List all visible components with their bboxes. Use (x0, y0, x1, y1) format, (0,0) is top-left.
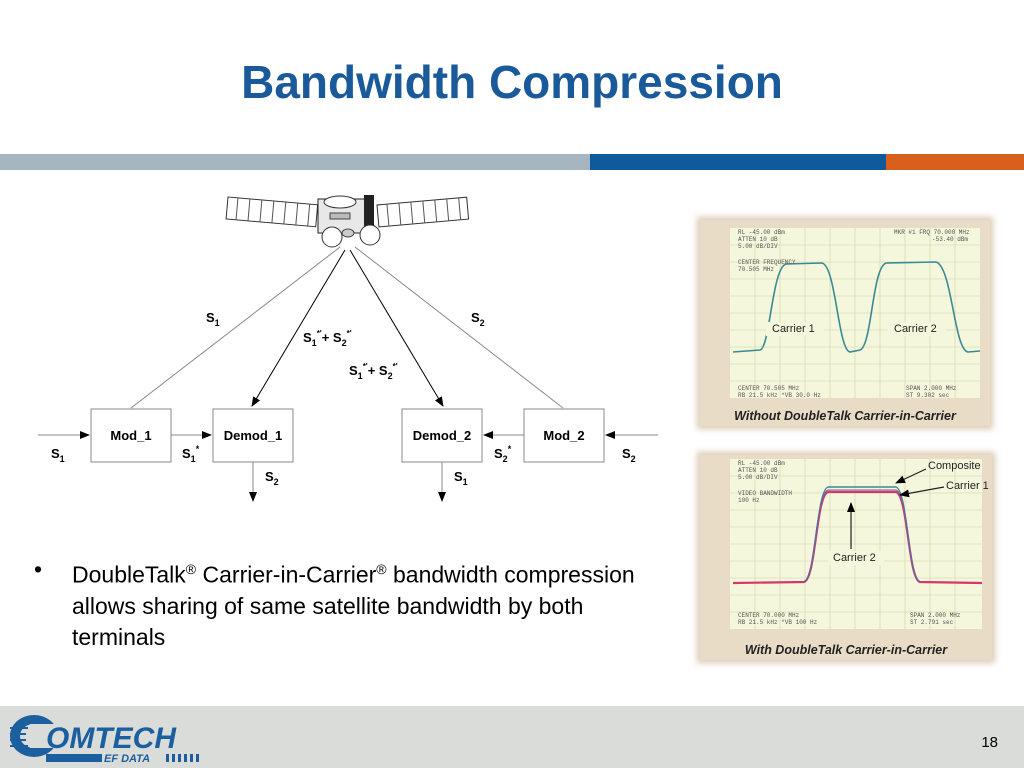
satellite-icon (225, 195, 470, 248)
uplink-line-1 (130, 246, 341, 409)
downlink-arrow-2 (349, 249, 444, 407)
svg-text:Mod_1: Mod_1 (110, 428, 151, 443)
composite-label: Composite (928, 460, 981, 472)
footer-band (0, 706, 1024, 768)
uplink-line-2 (354, 246, 564, 409)
divider-bar-gray (0, 154, 590, 170)
label-s1-uplink: S1 (206, 310, 220, 328)
carrier2-label-top: Carrier 2 (894, 323, 937, 335)
mod1-box: Mod_1 (90, 408, 172, 463)
svg-text:EF DATA: EF DATA (104, 753, 150, 765)
slide-title: Bandwidth Compression (241, 56, 783, 108)
svg-text:Mod_2: Mod_2 (543, 428, 584, 443)
caption-with-cic: With DoubleTalk Carrier-in-Carrier (744, 643, 948, 657)
divider-bar-orange (886, 154, 1024, 170)
page-number: 18 (981, 734, 998, 751)
carrier2-label-bottom: Carrier 2 (833, 552, 876, 564)
label-s1-input: S1 (51, 446, 65, 464)
demod1-box: Demod_1 (212, 408, 294, 463)
label-downlink-sum-2: S1*'+ S2*' (349, 362, 398, 381)
spectrum-trace-carrier1 (803, 489, 921, 583)
bullet-marker: • (34, 556, 43, 582)
carrier1-label-top: Carrier 1 (772, 323, 815, 335)
label-s2-star: S2* (494, 444, 512, 464)
label-s1-star: S1* (182, 444, 200, 464)
svg-text:MKR #1 FRQ 70.000 MHz-53.40 dB: MKR #1 FRQ 70.000 MHz-53.40 dBm (894, 229, 970, 243)
caption-without-cic: Without DoubleTalk Carrier-in-Carrier (734, 409, 956, 423)
demod2-box: Demod_2 (401, 408, 483, 463)
svg-text:Demod_1: Demod_1 (224, 428, 283, 443)
label-s2-input: S2 (622, 446, 636, 464)
bullet-text: DoubleTalk® Carrier-in-Carrier® bandwidt… (72, 561, 635, 650)
label-s1-output: S1 (454, 469, 468, 487)
label-downlink-sum-1: S1*'+ S2*' (303, 329, 352, 348)
svg-text:OMTECH: OMTECH (46, 722, 177, 755)
svg-text:Demod_2: Demod_2 (413, 428, 472, 443)
downlink-arrow-1 (251, 249, 346, 407)
comtech-logo: OMTECH EF DATA (10, 715, 199, 765)
carrier-in-carrier-diagram: Mod_1 Demod_1 Demod_2 Mod_2 S1 S1 S2 S1*… (38, 195, 658, 502)
spectrum-trace-without-cic (732, 261, 981, 353)
mod2-box: Mod_2 (523, 408, 605, 463)
divider-bar-blue (590, 154, 886, 170)
label-s2-output: S2 (265, 469, 279, 487)
label-s2-uplink: S2 (471, 310, 485, 328)
carrier1-label-bottom: Carrier 1 (946, 480, 989, 492)
